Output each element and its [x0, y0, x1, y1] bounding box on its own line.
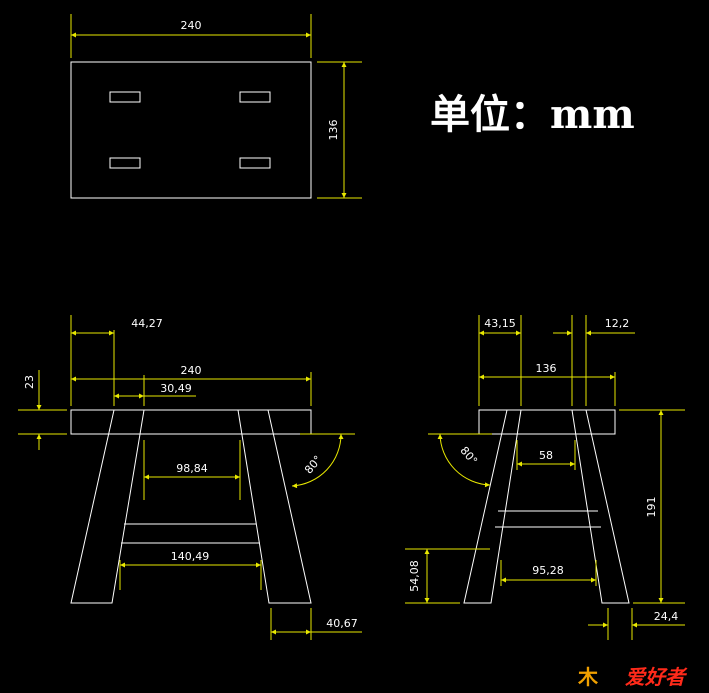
top-view: 240 136 [70, 14, 362, 199]
side-gap-bottom-label: 95,28 [532, 564, 564, 577]
seat-board-side [478, 409, 616, 435]
side-gap-top-label: 58 [539, 449, 553, 462]
front-view: 44,27 240 30,49 23 98,84 80° 140,49 40,6… [18, 315, 362, 640]
front-angle-arc [291, 433, 344, 489]
front-gap-bottom-label: 140,49 [171, 550, 210, 563]
mortise-slot [239, 91, 271, 103]
left-leg-side [463, 409, 522, 604]
right-leg-side [571, 409, 630, 604]
front-angle-label: 80° [302, 453, 324, 476]
front-leg-offset-label: 44,27 [131, 317, 163, 330]
top-depth-label: 136 [327, 120, 340, 141]
unit-label: 单位：mm [430, 91, 635, 138]
side-view: 43,15 12,2 136 80° 58 191 54,08 95,28 [405, 315, 685, 640]
side-angle-label: 80° [457, 444, 479, 467]
mortise-slot [109, 91, 141, 103]
side-tenon-label: 12,2 [605, 317, 630, 330]
side-stretcher-height-label: 54,08 [408, 560, 421, 592]
side-height-label: 191 [645, 497, 658, 518]
side-leg-foot-label: 24,4 [654, 610, 679, 623]
mortise-slot [239, 157, 271, 169]
right-leg [237, 409, 312, 604]
front-leg-foot-label: 40,67 [326, 617, 358, 630]
mortise-slot [109, 157, 141, 169]
front-gap-top-label: 98,84 [176, 462, 208, 475]
logo-icon: 木 [577, 665, 599, 689]
seat-board [70, 409, 312, 435]
seat-outline [70, 61, 312, 199]
watermark-logo: 木 爱好者 [577, 665, 688, 689]
left-leg [70, 409, 145, 604]
top-width-label: 240 [181, 19, 202, 32]
logo-text: 爱好者 [625, 665, 688, 689]
side-angle-arc [437, 433, 491, 488]
front-seat-thickness-label: 23 [23, 375, 36, 389]
front-width-label: 240 [181, 364, 202, 377]
side-depth-label: 136 [536, 362, 557, 375]
side-leg-offset-label: 43,15 [484, 317, 516, 330]
front-leg-inset-label: 30,49 [160, 382, 192, 395]
